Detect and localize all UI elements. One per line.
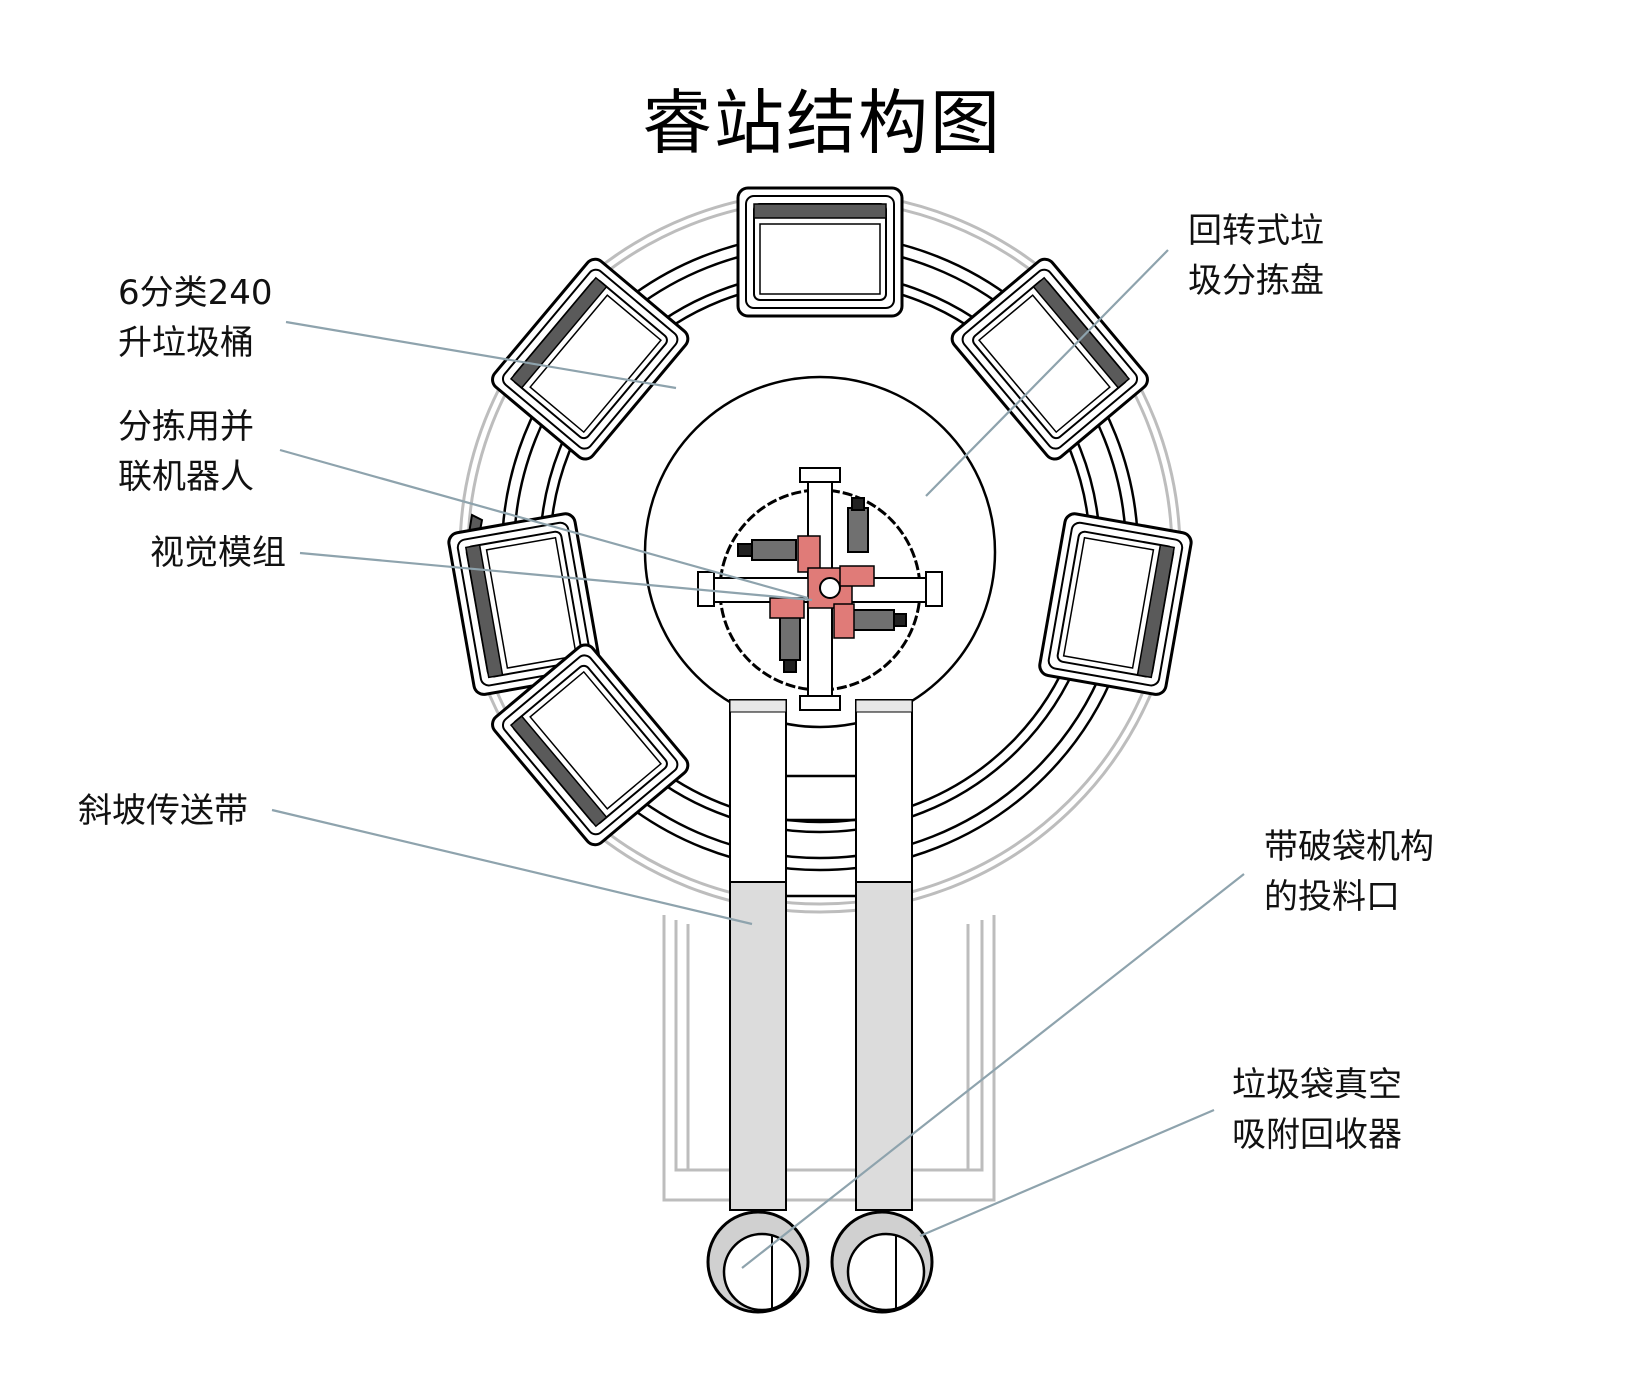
leader-disc: [925, 249, 1169, 497]
bin-handle: [1032, 276, 1131, 389]
waste-bin: [491, 257, 690, 461]
label-line: 吸附回收器: [1232, 1115, 1402, 1155]
label-line: 视觉模组: [150, 533, 286, 573]
base-frame: [662, 915, 996, 1202]
waste-bin: [447, 512, 602, 696]
label-feeder: 带破袋机构的投料口: [1264, 822, 1434, 922]
waste-bin: [1038, 512, 1193, 696]
label-vision-module: 视觉模组: [150, 528, 286, 578]
label-line: 分拣用并: [118, 407, 254, 447]
label-line: 6分类240: [118, 273, 273, 313]
label-line: 联机器人: [118, 457, 254, 497]
label-line: 圾分拣盘: [1188, 261, 1324, 301]
label-line: 带破袋机构: [1264, 827, 1434, 867]
label-waste-bins: 6分类240 升垃圾桶: [118, 268, 273, 368]
label-ramp-conveyor: 斜坡传送带: [78, 786, 248, 836]
label-parallel-robot: 分拣用并联机器人: [118, 402, 254, 502]
leader-feeder: [741, 873, 1245, 1269]
label-line: 垃圾袋真空: [1232, 1065, 1402, 1105]
label-vacuum-recycler: 垃圾袋真空吸附回收器: [1232, 1060, 1402, 1160]
bin-handle: [753, 203, 887, 219]
leader-robot: [279, 448, 809, 600]
vacuum-recyclers: [706, 1210, 934, 1314]
ramp-conveyors: [729, 699, 913, 1211]
label-rotary-disc: 回转式垃圾分拣盘: [1188, 206, 1324, 306]
waste-bin: [491, 643, 690, 847]
bin-handle: [509, 276, 608, 389]
waste-bin: [950, 257, 1149, 461]
leader-bins: [285, 320, 677, 390]
label-line: 的投料口: [1264, 877, 1400, 917]
diagram-title: 睿站结构图: [642, 82, 1002, 164]
leader-vision: [299, 551, 813, 602]
bin-handle: [509, 715, 608, 828]
label-line: 回转式垃: [1188, 211, 1324, 251]
waste-bin: [736, 186, 904, 318]
waste-bins: [447, 186, 1193, 847]
robot-motors: [737, 497, 907, 673]
label-line: 斜坡传送带: [78, 791, 248, 831]
parallel-robot: [697, 467, 943, 711]
leader-lines: [271, 249, 1245, 1269]
leader-conveyor: [271, 808, 753, 926]
bin-handle: [1136, 544, 1176, 679]
bin-handle: [464, 544, 504, 679]
label-line: 升垃圾桶: [118, 323, 254, 363]
leader-vacuum: [919, 1108, 1215, 1238]
